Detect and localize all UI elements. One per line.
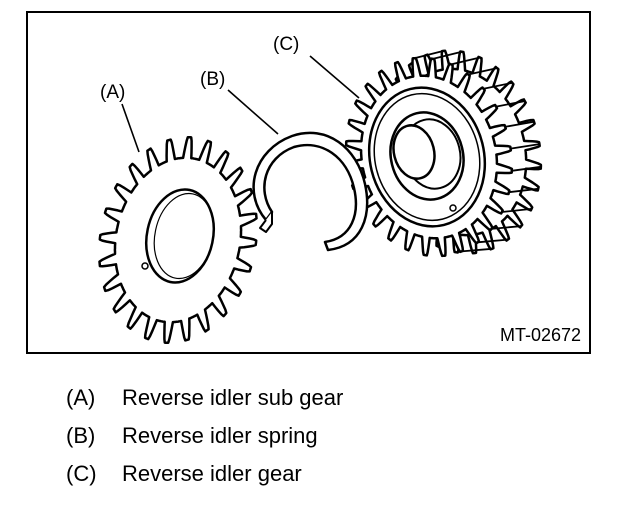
legend-key: (A) — [66, 385, 96, 410]
legend-item-b: (B) Reverse idler spring — [66, 424, 318, 448]
gear-c-tooth-rib — [508, 187, 539, 194]
gear-a-pin-hole — [141, 262, 149, 270]
gear-c-tooth-rib — [491, 225, 522, 230]
figure-frame: (A) (B) (C) MT-02672 — [26, 11, 591, 354]
gear-c-tooth-rib — [510, 143, 540, 150]
gear-c-tooth-rib — [501, 208, 532, 213]
gear-c-tooth-rib — [477, 238, 508, 244]
leader-b — [227, 89, 279, 135]
legend-item-c: (C) Reverse idler gear — [66, 462, 302, 486]
leader-c — [309, 55, 360, 99]
gear-c-tooth-rib — [432, 50, 463, 60]
legend-item-a: (A) Reverse idler sub gear — [66, 386, 343, 410]
gear-c-tooth-rib — [468, 67, 498, 76]
callout-b: (B) — [200, 69, 226, 90]
gear-c-tooth-rib — [483, 81, 513, 90]
legend-key: (B) — [66, 423, 96, 448]
gear-c-tooth-rib — [495, 100, 525, 108]
gear-c-tooth-rib — [511, 165, 542, 172]
gear-c-tooth-ribs — [414, 50, 542, 253]
legend-label: Reverse idler sub gear — [122, 385, 344, 410]
gear-c-pin-hole — [449, 204, 457, 212]
leader-a — [121, 103, 140, 153]
legend-label: Reverse idler spring — [122, 423, 318, 448]
gear-c-bore — [392, 124, 436, 180]
legend-label: Reverse idler gear — [122, 461, 302, 486]
spring-b-end-hook — [259, 212, 273, 233]
gear-c-tooth-rib — [450, 56, 481, 66]
spring-b-outline — [252, 131, 369, 252]
gear-c-tooth-rib — [414, 50, 444, 60]
legend-key: (C) — [66, 461, 97, 486]
gear-a-bore-inner — [153, 192, 215, 280]
reverse-idler-spring-illustration — [252, 131, 369, 252]
gear-c-face-inner-rim — [373, 92, 481, 222]
callout-c: (C) — [273, 34, 300, 55]
reverse-idler-sub-gear-illustration — [98, 136, 258, 344]
callout-leaders — [121, 55, 360, 153]
gear-c-tooth-rib — [461, 247, 493, 253]
gear-c-tooth-rib — [505, 120, 535, 128]
reverse-idler-gear-illustration — [344, 49, 543, 258]
figure-code: MT-02672 — [499, 325, 581, 345]
callout-a: (A) — [100, 82, 126, 103]
gear-assembly-illustration — [98, 49, 543, 344]
